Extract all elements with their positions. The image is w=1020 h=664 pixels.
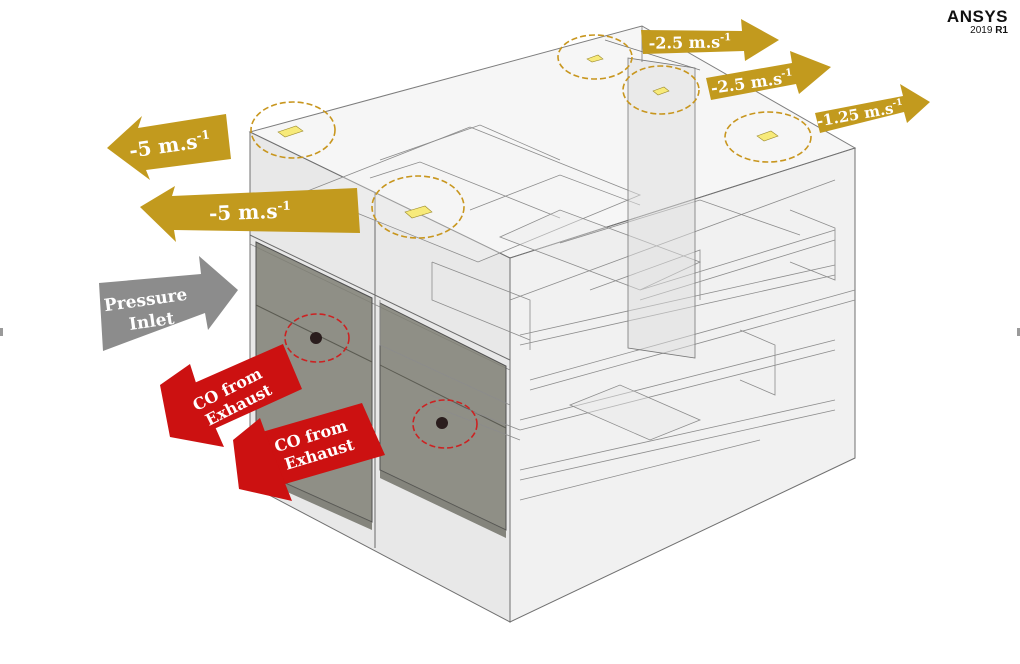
outlet-label-right-3: -1.25 m.s — [815, 99, 894, 130]
outlet-arrow-right-2: -2.5 m.s-1 — [706, 51, 831, 100]
unit-exponent: -1 — [277, 199, 291, 213]
brand-release: R1 — [995, 25, 1008, 36]
pressure-inlet-arrow: Pressure Inlet — [99, 256, 238, 351]
svg-text:-1.25 m.s-1: -1.25 m.s-1 — [815, 98, 904, 131]
outlet-arrow-left-mid: -5 m.s-1 — [140, 186, 360, 242]
building-volume — [248, 25, 857, 623]
outlet-label-left-mid: -5 m.s — [209, 199, 278, 225]
unit-exponent: -1 — [892, 98, 904, 110]
svg-text:-5 m.s-1: -5 m.s-1 — [209, 199, 292, 226]
exhaust-markers — [284, 313, 478, 449]
unit-exponent: -1 — [781, 67, 794, 79]
unit-exponent: -1 — [196, 127, 211, 143]
svg-text:-2.5 m.s-1: -2.5 m.s-1 — [648, 32, 731, 52]
co-exhaust-arrow-2: CO from Exhaust — [233, 403, 385, 501]
outlet-label-right-1: -2.5 m.s — [648, 32, 720, 52]
velocity-outlets — [250, 34, 812, 239]
viewport-edge-marker-left — [0, 328, 3, 336]
exhaust-hole-2 — [436, 417, 448, 429]
side-face — [509, 147, 856, 623]
outlet-arrow-right-1: -2.5 m.s-1 — [641, 19, 779, 61]
brand-name: ANSYS — [946, 7, 1008, 26]
brand-version-year: 2019 — [970, 25, 993, 36]
brand-version: 2019 R1 — [947, 26, 1008, 36]
unit-exponent: -1 — [720, 32, 731, 43]
ansys-logo: ANSYS 2019 R1 — [947, 8, 1008, 36]
vertical-shaft — [627, 57, 696, 359]
outlet-arrow-left-top: -5 m.s-1 — [107, 114, 231, 180]
exhaust-hole-1 — [310, 332, 322, 344]
viewport-edge-marker-right — [1017, 328, 1020, 336]
outlet-arrow-right-3: -1.25 m.s-1 — [815, 84, 930, 133]
